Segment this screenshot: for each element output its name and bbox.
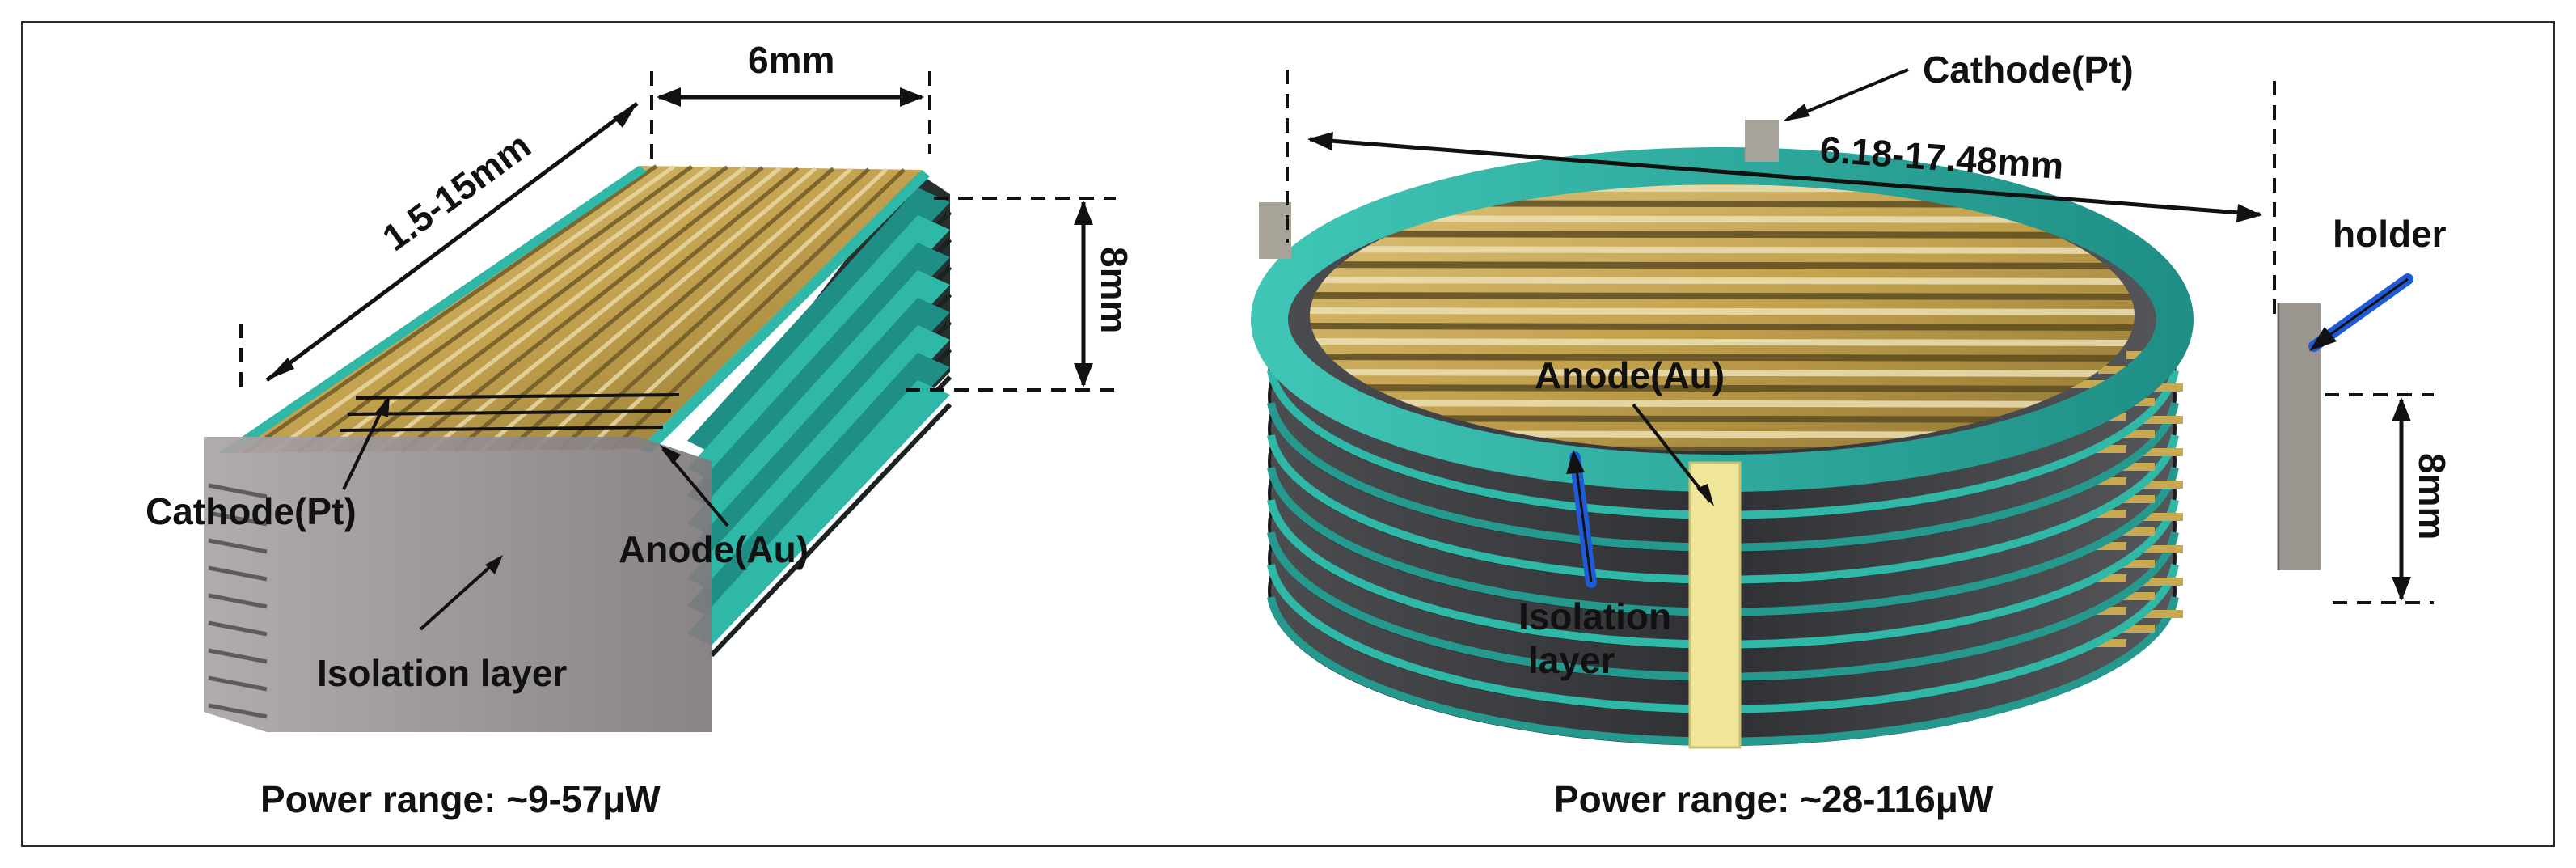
right-cathode-label: Cathode(Pt) [1923, 49, 2134, 91]
right-electrode-stripe [1310, 307, 2135, 315]
right-circular-device: 6.18-17.48mm Cathode(Pt) holder Anode(Au… [1251, 49, 2453, 820]
left-isolation-ribs [208, 483, 268, 719]
right-electrode-stripe [1310, 277, 2135, 285]
right-electrode-stripe [1310, 400, 2135, 408]
left-rib [208, 620, 268, 637]
right-electrode-stripe [1310, 354, 2135, 362]
left-electrode-stripe [532, 167, 853, 452]
left-electrode-stripe [610, 167, 906, 451]
right-ring-gold-tab [2126, 610, 2183, 618]
right-ring-gold-tab [2126, 448, 2183, 456]
left-side-fins [687, 170, 952, 658]
right-power-label: Power range: ~28-116μW [1554, 778, 1994, 820]
left-electrode-stripe [585, 167, 888, 451]
left-top-teal-edge-right [639, 170, 930, 453]
left-isolation-label: Isolation layer [317, 652, 567, 694]
left-electrode-stripe [427, 166, 782, 453]
right-ring-gold-tab [2126, 481, 2183, 489]
right-electrode-stripe [1310, 292, 2135, 300]
left-electrode-stripe [269, 164, 676, 455]
right-electrode-stripe [1310, 338, 2135, 346]
left-electrode-stripes [243, 164, 906, 455]
left-electrode-stripe [374, 165, 746, 454]
right-ring-gold-tab [2126, 545, 2183, 553]
right-ring-gold-tab [2126, 416, 2183, 424]
left-power-label: Power range: ~9-57μW [260, 778, 661, 820]
left-electrode-stripe [505, 167, 835, 452]
left-anode-label: Anode(Au) [619, 528, 809, 570]
left-rib [208, 565, 268, 582]
right-holder-label: holder [2333, 213, 2447, 255]
left-electrode-stripe [479, 167, 817, 452]
right-electrode-stripe [1310, 323, 2135, 331]
left-height-label: 8mm [1093, 247, 1135, 333]
right-electrode-stripe [1310, 261, 2135, 269]
right-ring-gold-tab [2126, 513, 2183, 521]
right-electrode-stripe [1310, 246, 2135, 254]
left-electrode-stripe [558, 167, 871, 451]
right-isolation-label-1: Isolation [1518, 595, 1671, 637]
right-height-label: 8mm [2411, 453, 2453, 540]
left-cathode-label: Cathode(Pt) [146, 490, 357, 532]
left-rib [208, 648, 268, 664]
right-cathode-tab-left [1259, 202, 1291, 259]
right-anode-label: Anode(Au) [1535, 354, 1725, 396]
left-electrode-stripe [400, 166, 764, 453]
left-width-label: 6mm [748, 39, 834, 81]
left-electrode-stripe [296, 164, 694, 455]
left-cathode-line [355, 393, 680, 400]
left-fin-shadow [709, 402, 952, 658]
left-rib [208, 703, 268, 719]
left-rib [208, 538, 268, 554]
left-rib [208, 483, 268, 499]
left-rib [208, 510, 268, 527]
left-electrode-stripe [243, 164, 658, 455]
left-top-teal-edge [218, 166, 647, 453]
left-electrode-stripe [453, 166, 800, 453]
right-ring-gold-tab [2126, 578, 2183, 586]
left-front-face [204, 437, 712, 732]
left-rib [208, 675, 268, 692]
left-electrode-stripe [348, 165, 728, 454]
right-cathode-tab-top [1745, 120, 1779, 162]
right-electrode-stripe [1310, 369, 2135, 377]
left-fin [687, 380, 950, 646]
right-front-holder [1690, 463, 1740, 747]
right-electrode-stripe [1310, 231, 2135, 239]
left-stacked-device: 1.5-15mm 6mm 8mm Cathode(Pt) Anode(Au) I… [146, 39, 1135, 820]
right-isolation-label-2: layer [1528, 639, 1615, 681]
left-rib [208, 593, 268, 609]
right-electrode-stripe [1310, 384, 2135, 392]
